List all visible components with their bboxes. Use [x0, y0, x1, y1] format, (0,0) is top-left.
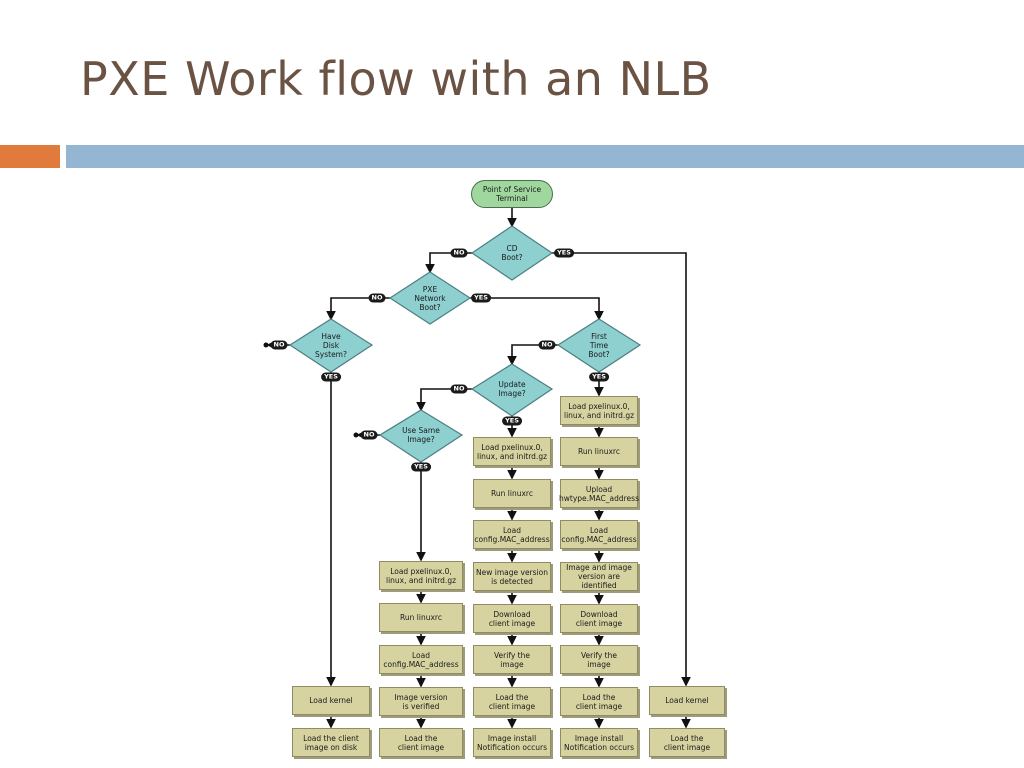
edge-pxe-yes [470, 297, 604, 321]
diamond-pxe-boot [388, 271, 472, 325]
step-upd-new-version: New image version is detected [473, 562, 551, 591]
step-first-load-pxelinux: Load pxelinux.0, linux, and initrd.gz [560, 396, 638, 425]
step-cd-load-kernel: Load kernel [649, 686, 725, 715]
step-same-load-pxelinux: Load pxelinux.0, linux, and initrd.gz [379, 561, 463, 590]
label-first-yes: YES [589, 372, 609, 382]
decision-cd-boot: CD Boot? [501, 244, 523, 262]
diamond-first-time [556, 318, 642, 373]
step-first-load-image: Load the client image [560, 687, 638, 716]
label-cd-no: NO [450, 248, 468, 258]
step-upd-load-config: Load config.MAC_address [473, 520, 551, 549]
step-same-run-linuxrc: Run linuxrc [379, 603, 463, 632]
accent-bar-blue [66, 145, 1024, 168]
step-first-run-linuxrc: Run linuxrc [560, 437, 638, 466]
step-upd-download: Download client image [473, 604, 551, 633]
start-terminal: Point of Service Terminal [471, 180, 553, 208]
label-same-yes: YES [411, 462, 431, 472]
label-disk-yes: YES [321, 372, 341, 382]
decision-pxe-boot: PXE Network Boot? [414, 284, 446, 312]
step-first-upload-hwtype: Upload hwtype.MAC_address [559, 479, 639, 508]
label-first-no: NO [538, 340, 556, 350]
step-disk-load-image: Load the client image on disk [292, 728, 370, 757]
step-first-image-identified: Image and image version are identified [560, 562, 638, 591]
step-first-verify: Verify the image [560, 645, 638, 674]
decision-same-image: Use Same Image? [402, 426, 440, 444]
diamond-update-image [470, 363, 554, 417]
step-first-download: Download client image [560, 604, 638, 633]
slide-title: PXE Work flow with an NLB [80, 52, 712, 106]
step-upd-run-linuxrc: Run linuxrc [473, 479, 551, 508]
step-upd-verify: Verify the image [473, 645, 551, 674]
label-pxe-yes: YES [471, 293, 491, 303]
edge-cd-yes [552, 252, 691, 687]
label-cd-yes: YES [554, 248, 574, 258]
diamond-cd-boot [470, 225, 554, 281]
step-same-load-config: Load config.MAC_address [379, 645, 463, 674]
accent-bar-orange [0, 145, 60, 168]
step-cd-load-image: Load the client image [649, 728, 725, 757]
end-dot-same [353, 432, 359, 438]
label-update-yes: YES [502, 416, 522, 426]
diamond-same-image [378, 409, 464, 463]
decision-have-disk: Have Disk System? [315, 331, 347, 359]
step-same-image-verified: Image version is verified [379, 687, 463, 716]
step-first-notification: Image install Notification occurs [560, 728, 638, 757]
step-same-load-image: Load the client image [379, 728, 463, 757]
step-upd-load-pxelinux: Load pxelinux.0, linux, and initrd.gz [473, 437, 551, 466]
label-update-no: NO [450, 384, 468, 394]
step-disk-load-kernel: Load kernel [292, 686, 370, 715]
step-first-load-config: Load config.MAC_address [560, 520, 638, 549]
label-pxe-no: NO [368, 293, 386, 303]
decision-update-image: Update Image? [498, 380, 526, 398]
diamond-have-disk [288, 318, 374, 373]
label-same-no: NO [360, 430, 378, 440]
step-upd-load-image: Load the client image [473, 687, 551, 716]
end-dot-disk [263, 342, 269, 348]
step-upd-notification: Image install Notification occurs [473, 728, 551, 757]
decision-first-time: First Time Boot? [588, 331, 610, 359]
label-disk-no: NO [270, 340, 288, 350]
